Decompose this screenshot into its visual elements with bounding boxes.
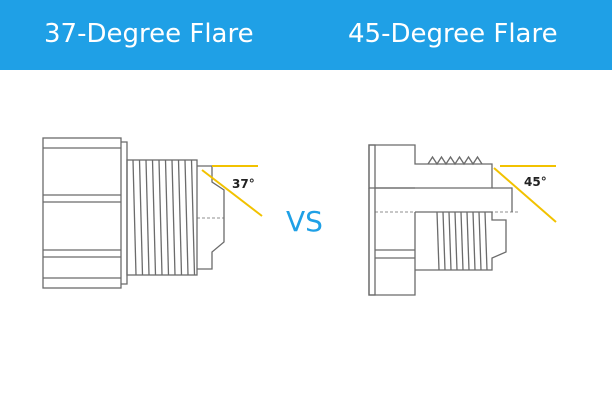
right-top-threads bbox=[427, 155, 483, 166]
left-thread-line bbox=[145, 159, 150, 276]
right-thread-line bbox=[448, 211, 452, 271]
left-flare-nose bbox=[197, 165, 225, 270]
left-thread-line bbox=[171, 159, 176, 276]
vs-label: VS bbox=[286, 205, 323, 238]
right-thread-line bbox=[460, 211, 464, 271]
right-thread-line bbox=[454, 211, 458, 271]
left-threads bbox=[132, 159, 196, 276]
right-thread-line bbox=[436, 211, 440, 271]
right-thread-line bbox=[484, 211, 488, 271]
fittings-diagram: 37° 45° bbox=[42, 137, 557, 296]
left-thread-line bbox=[138, 159, 144, 276]
right-thread-line bbox=[472, 211, 476, 271]
left-fitting-37 bbox=[42, 137, 225, 289]
right-fitting-45 bbox=[368, 144, 520, 296]
left-title: 37-Degree Flare bbox=[44, 19, 254, 49]
left-angle-flare-line bbox=[201, 169, 263, 217]
right-flare-nose bbox=[375, 187, 520, 213]
right-angle-flare-line bbox=[493, 167, 557, 223]
right-thread-line bbox=[466, 211, 470, 271]
right-title: 45-Degree Flare bbox=[348, 19, 558, 49]
left-thread-line bbox=[158, 159, 163, 276]
left-angle-indicator: 37° bbox=[201, 165, 263, 217]
left-thread-body bbox=[126, 159, 198, 276]
left-thread-line bbox=[190, 159, 196, 276]
right-thread-line bbox=[478, 211, 482, 271]
right-top-thread-zigzag bbox=[427, 155, 483, 166]
left-thread-line bbox=[184, 159, 189, 276]
left-thread-line bbox=[177, 159, 183, 276]
header-banner: 37-Degree Flare 45-Degree Flare bbox=[0, 0, 612, 70]
left-thread-line bbox=[151, 159, 157, 276]
right-lower-body bbox=[415, 211, 507, 271]
right-angle-label: 45° bbox=[524, 175, 547, 189]
left-angle-label: 37° bbox=[232, 177, 255, 191]
right-bottom-threads bbox=[436, 211, 488, 271]
right-thread-line bbox=[442, 211, 446, 271]
right-angle-indicator: 45° bbox=[493, 165, 557, 223]
left-thread-line bbox=[164, 159, 170, 276]
left-hex-nut bbox=[42, 137, 128, 289]
right-hex-body bbox=[368, 144, 493, 296]
left-thread-line bbox=[132, 159, 137, 276]
